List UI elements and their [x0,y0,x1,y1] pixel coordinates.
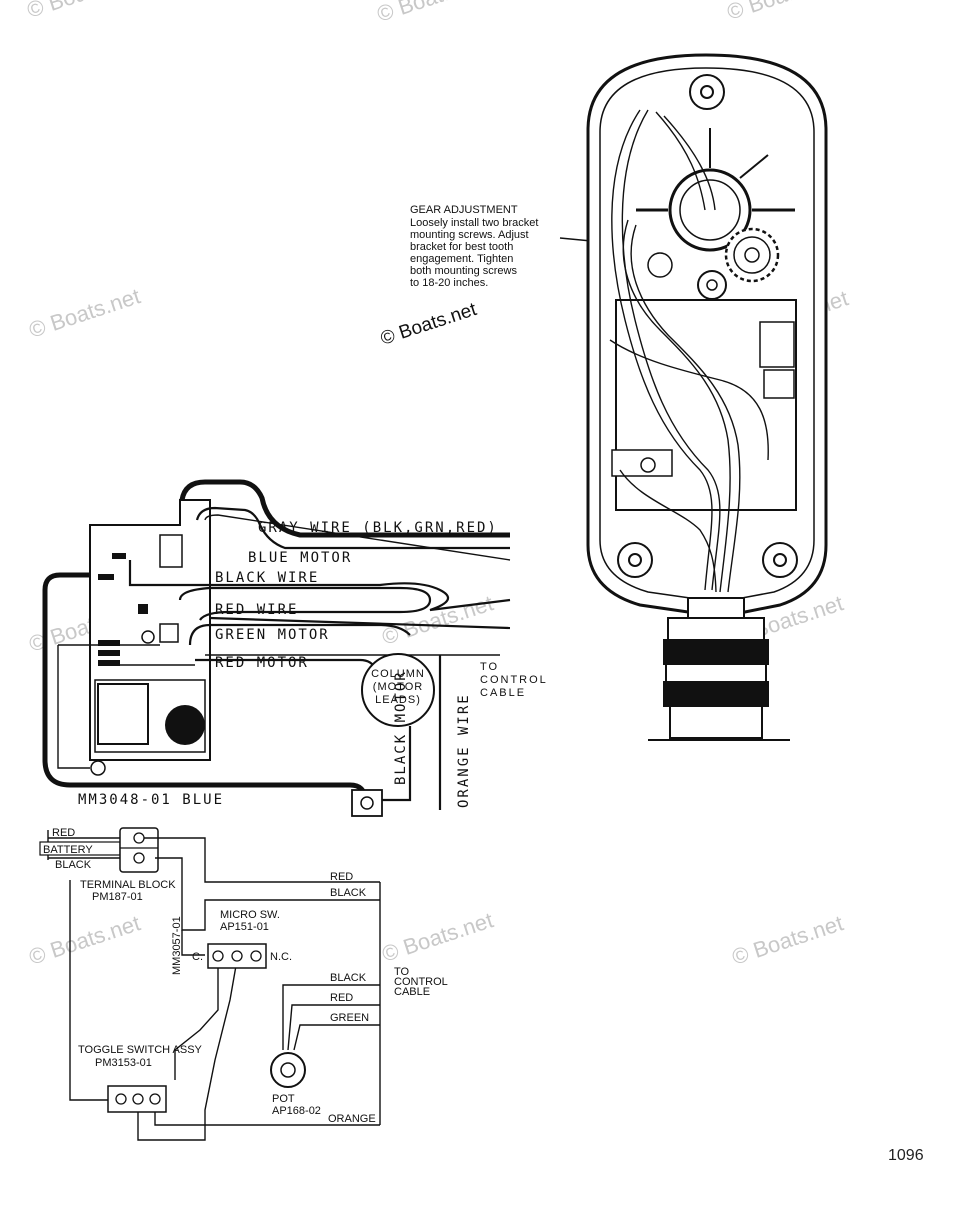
pot-red-label: RED [330,992,353,1004]
watermark: © Boats.net [26,283,143,342]
board-part-label: MM3048-01 BLUE [78,792,224,808]
column-label: LEADS) [375,694,421,706]
inline-watermark: © Boats.net [378,299,480,350]
watermark: © Boats.net [724,0,841,25]
watermark: © Boats.net [374,0,491,27]
watermark: © Boats.net [379,907,496,966]
potentiometer [270,1052,306,1088]
column-label: (MOTOR [373,681,423,693]
screw-boss-left [617,542,653,578]
gear-note-line: mounting screws. Adjust [410,229,529,241]
common-terminal-label: C. [192,951,203,963]
pot-green-label: GREEN [330,1012,369,1024]
nc-terminal-label: N.C. [270,951,292,963]
terminal-block-part: PM187-01 [92,891,143,903]
red-wire-label: RED WIRE [215,602,298,618]
gray-wire-label: GRAY WIRE (BLK,GRN,RED) [258,520,498,536]
watermark: © Boats.net [729,910,846,969]
toggle-switch-label: TOGGLE SWITCH ASSY [78,1044,203,1056]
toggle-switch [107,1085,167,1113]
pot-black-label: BLACK [330,972,367,984]
orange-wire-label: ORANGE WIRE [456,693,472,808]
pot-part: AP168-02 [272,1105,321,1117]
blue-motor-label: BLUE MOTOR [248,550,352,566]
gear-note-line: both mounting screws [410,265,517,277]
red-motor-label: RED MOTOR [215,655,309,671]
to-control-label: CABLE [480,687,526,699]
to-control-label: CONTROL [480,674,548,686]
gear-ring [668,168,752,252]
pot-label: POT [272,1093,295,1105]
to-control-label: CABLE [394,986,430,998]
gear-note-line: Loosely install two bracket [410,217,538,229]
gear-note-line: engagement. Tighten [410,253,513,265]
to-control-label: TO [480,661,499,673]
green-motor-label: GREEN MOTOR [215,627,330,643]
black-motor-label: BLACK MOTOR [393,670,409,785]
to-control-label: TO [394,966,410,978]
screw-boss-right [762,542,798,578]
watermark: © Boats.net [26,910,143,969]
toggle-switch-part: PM3153-01 [95,1057,152,1069]
micro-switch-part: AP151-01 [220,921,269,933]
to-control-label: CONTROL [394,976,448,988]
capacitor [165,705,205,745]
terminal-block [119,827,159,873]
watermark: © Boats.net [379,590,496,649]
ground-connector [351,789,383,817]
micro-switch [207,943,267,969]
gear-note-line: bracket for best tooth [410,241,513,253]
red-line-label: RED [330,871,353,883]
battery-black-label: BLACK [55,859,92,871]
black-line-label: BLACK [330,887,367,899]
column-label: COLUMN [371,668,425,680]
orange-label: ORANGE [328,1113,376,1125]
micro-switch-label: MICRO SW. [220,909,280,921]
page-number: 1096 [888,1147,924,1164]
harness-part-label: MM3057-01 [171,916,183,975]
terminal-block-label: TERMINAL BLOCK [80,879,176,891]
column-motor-leads [361,653,435,727]
motor-head-housing [586,53,828,741]
watermark: © Boats.net [24,0,141,23]
black-wire-label: BLACK WIRE [215,570,319,586]
battery-label: BATTERY [43,844,93,856]
gear-note-line: to 18-20 inches. [410,277,488,289]
gear-note-title: GEAR ADJUSTMENT [410,204,518,216]
battery-red-label: RED [52,827,75,839]
lower-wiring-schematic: RED BATTERY BLACK TERMINAL BLOCK PM187-0… [39,827,448,1141]
upper-wiring-diagram: COLUMN (MOTOR LEADS) GRAY WIRE (BLK,GRN,… [42,479,548,817]
